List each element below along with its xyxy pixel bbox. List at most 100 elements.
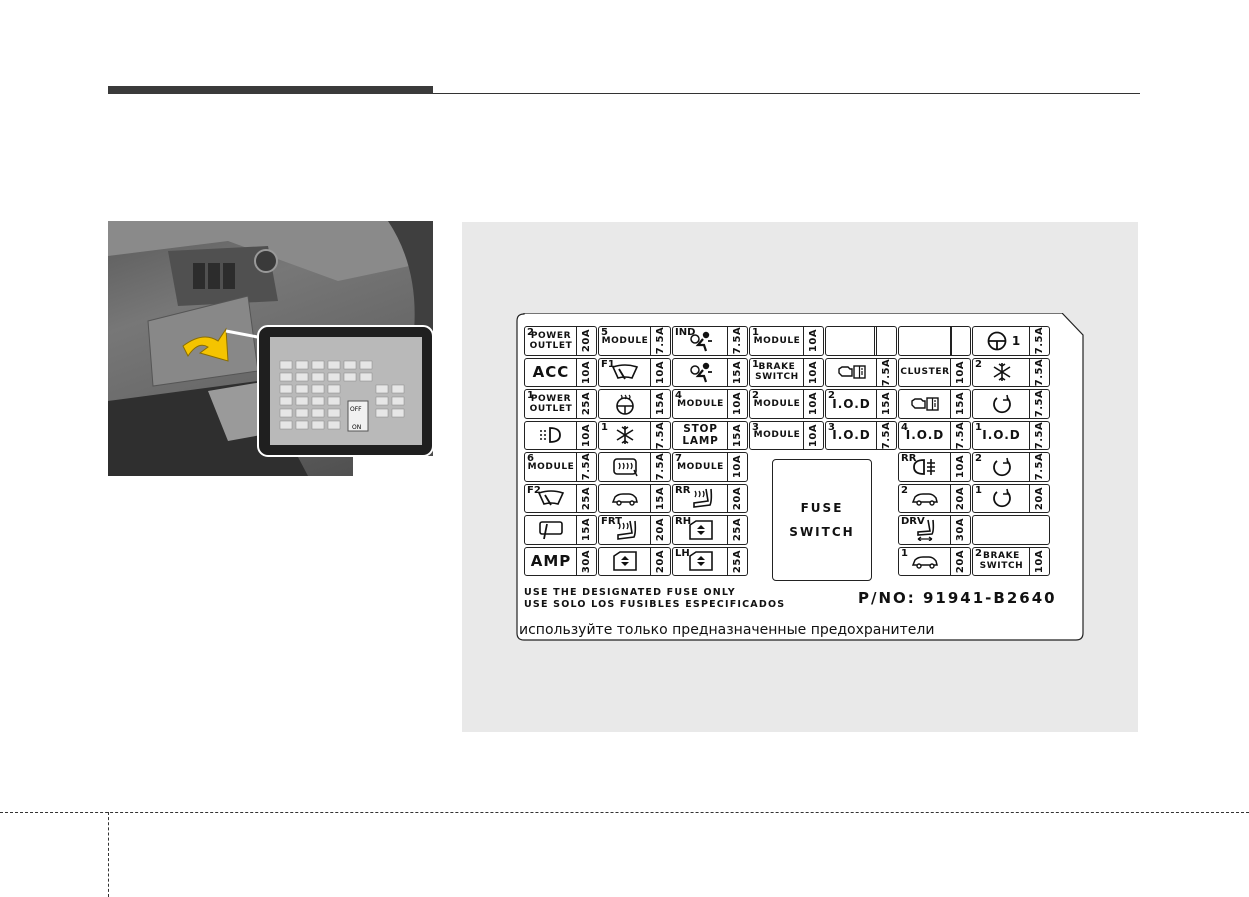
fuse-amperage: 10A: [803, 421, 823, 449]
fuse-amperage-text: 7.5A: [881, 421, 892, 449]
fuse-cell[interactable]: 15A: [598, 389, 671, 419]
fuse-cell[interactable]: 15A: [898, 389, 971, 419]
steering-wheel-icon: 1: [982, 330, 1021, 352]
fuse-label-text: MODULE: [602, 336, 649, 346]
fuse-amperage: 7.5A: [1029, 327, 1049, 355]
car-side-icon: [910, 550, 940, 572]
fuse-amperage-text: 7.5A: [1034, 421, 1045, 449]
fuse-switch[interactable]: FUSE SWITCH: [772, 459, 872, 581]
power-seat-icon: [910, 519, 940, 541]
airbag-icon: [686, 330, 716, 352]
fuse-cell[interactable]: 1 7.5A: [972, 326, 1050, 356]
fuse-amperage: 7.5A: [576, 453, 596, 481]
fuse-amperage-text: 25A: [732, 549, 743, 573]
footer-dashed-divider: [108, 812, 109, 897]
fuse-cell-number: F1: [601, 358, 615, 370]
fuse-amperage-text: 30A: [955, 518, 966, 542]
fuse-amperage-text: 10A: [808, 423, 819, 447]
power-window-icon: [686, 519, 716, 541]
fuse-label-text: AMP: [531, 552, 572, 570]
fuse-cell-content: [673, 516, 728, 544]
fuse-cell-number: 1: [975, 421, 982, 433]
fuse-amperage: 15A: [727, 421, 747, 449]
fuse-amperage: 20A: [1029, 484, 1049, 512]
fuse-cell[interactable]: 7.5A: [825, 357, 897, 387]
fuse-label-line: MODULE: [677, 461, 724, 472]
fuse-cell[interactable]: F1 10A: [598, 357, 671, 387]
fuse-cell[interactable]: 7.5A: [972, 389, 1050, 419]
fuse-cell[interactable]: 15A: [672, 357, 748, 387]
fuse-cell[interactable]: 15A: [524, 515, 597, 545]
fuse-cell-number: 3: [752, 421, 759, 433]
fuse-amperage: 7.5A: [650, 453, 670, 481]
fuse-amperage: 7.5A: [876, 358, 896, 386]
seat-heater-icon: [610, 519, 640, 541]
fuse-cell[interactable]: 20A: [598, 546, 671, 576]
fuse-label-text: ACC: [533, 363, 570, 381]
fuse-cell-content: [899, 516, 951, 544]
fuse-amperage-text: 10A: [655, 360, 666, 384]
footer-dashed-line: [0, 812, 1249, 813]
fuse-amperage: 25A: [576, 390, 596, 418]
fuse-cell[interactable]: 10A: [524, 420, 597, 450]
fuse-cell[interactable]: 15A: [598, 483, 671, 513]
fuse-label-text: MODULE: [754, 430, 801, 440]
fuse-label-line: CLUSTER: [900, 367, 950, 378]
fuse-cell[interactable]: LH 25A: [672, 546, 748, 576]
rear-wiper-icon: [536, 519, 566, 541]
fuse-cell[interactable]: 7.5A: [598, 452, 671, 482]
fuse-label-line: I.O.D: [982, 428, 1021, 443]
fuse-cell-divider: [951, 327, 952, 355]
fuse-cell-number: LH: [675, 547, 690, 559]
airbag-icon: [686, 361, 716, 383]
fuse-amperage-text: 15A: [881, 392, 892, 416]
fuse-amperage: 15A: [876, 390, 896, 418]
fuse-label-line: MODULE: [677, 398, 724, 409]
switch-on-label: ON: [352, 424, 361, 431]
fuse-label-line: LAMP: [682, 435, 719, 448]
fuse-cell-number: FRT: [601, 516, 622, 527]
fuse-label-text: MODULE: [754, 399, 801, 409]
fuse-cell-number: 1: [752, 327, 759, 338]
fuse-label-line: I.O.D: [832, 428, 871, 443]
fuse-cell-content: MODULE: [750, 327, 804, 355]
fuse-label-line: POWER: [530, 330, 572, 341]
fuse-cell-empty: [898, 326, 971, 356]
fuse-cell-divider: [950, 327, 951, 355]
fuse-amperage-text: 10A: [581, 423, 592, 447]
